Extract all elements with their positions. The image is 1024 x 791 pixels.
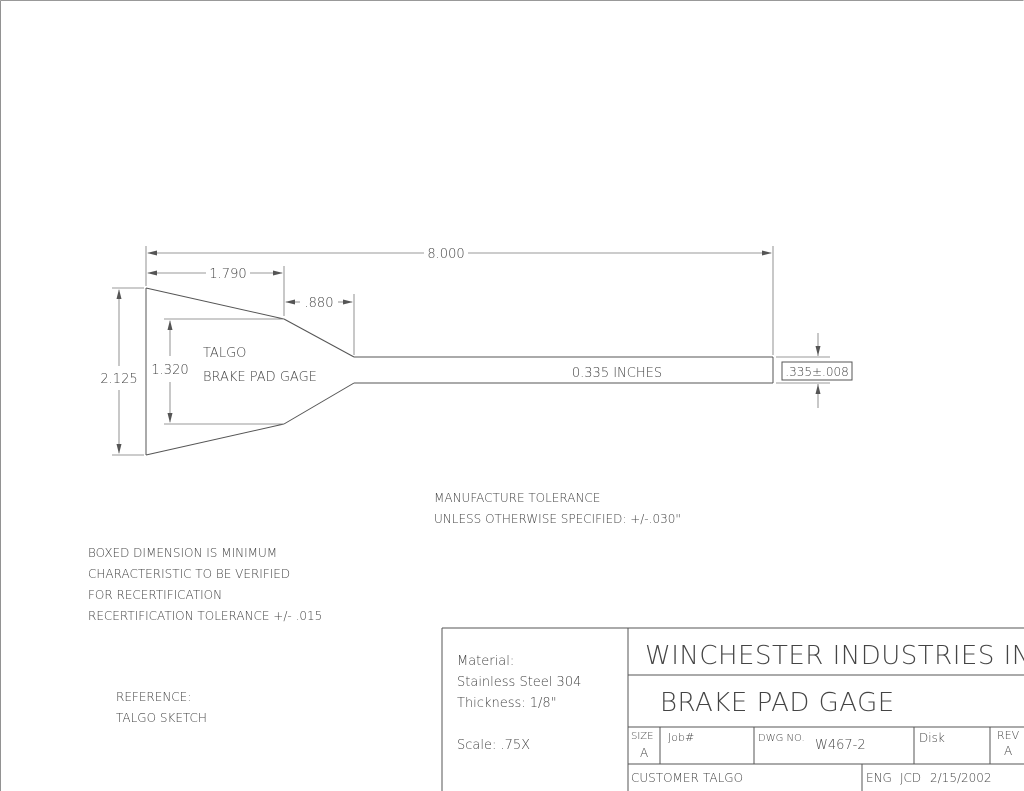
customer-label: CUSTOMER <box>631 771 699 785</box>
reference-note-line1: REFERENCE: <box>116 690 191 704</box>
company-name: WINCHESTER INDUSTRIES INC. <box>645 641 1024 671</box>
part-label-line2: BRAKE PAD GAGE <box>203 370 317 385</box>
part-label-line1: TALGO <box>203 346 246 361</box>
size-value: A <box>640 746 648 760</box>
dwg-no-value: W467-2 <box>815 738 866 753</box>
dim-8000-label: 8.000 <box>427 247 464 262</box>
tolerance-note-line1: MANUFACTURE TOLERANCE <box>434 491 600 505</box>
dim-880-label: .880 <box>305 296 334 311</box>
boxed-note-line1: BOXED DIMENSION IS MINIMUM <box>88 546 277 560</box>
dimension-head-height: 2.125 <box>100 287 144 456</box>
size-label: SIZE <box>631 731 653 742</box>
dimension-inner-height: 1.320 <box>151 318 284 425</box>
thickness-text: Thickness: 1/8" <box>457 696 557 711</box>
boxed-dimension-label: .335±.008 <box>785 365 849 379</box>
job-label: Job# <box>668 731 694 744</box>
title-block: Material: Stainless Steel 304 Thickness:… <box>441 627 1024 791</box>
tolerance-note-line2: UNLESS OTHERWISE SPECIFIED: +/-.030" <box>434 512 681 526</box>
rev-label: REV <box>997 729 1020 742</box>
dimension-overall-length: 8.000 <box>145 246 774 355</box>
boxed-note-line4: RECERTIFICATION TOLERANCE +/- .015 <box>88 609 322 623</box>
shaft-width-label: 0.335 INCHES <box>572 366 662 381</box>
scale-text: Scale: .75X <box>457 738 530 753</box>
dim-1790-label: 1.790 <box>209 267 246 282</box>
boxed-note-line3: FOR RECERTIFICATION <box>88 588 222 602</box>
dim-1320-label: 1.320 <box>151 363 188 378</box>
eng-label: ENG <box>866 771 892 785</box>
part-outline <box>145 287 774 456</box>
boxed-note-line2: CHARACTERISTIC TO BE VERIFIED <box>88 567 290 581</box>
reference-note-line2: TALGO SKETCH <box>116 711 207 725</box>
eng-value: JCD <box>900 771 921 785</box>
customer-value: TALGO <box>703 771 743 785</box>
material-value: Stainless Steel 304 <box>457 675 581 690</box>
drawing-title: BRAKE PAD GAGE <box>660 688 895 718</box>
dimension-shaft-width-boxed: .335±.008 <box>776 333 853 408</box>
dwg-no-label: DWG NO. <box>758 733 805 744</box>
rev-value: A <box>1004 744 1012 758</box>
dimension-taper-length: .880 <box>285 294 355 355</box>
dimension-head-length: 1.790 <box>147 266 285 316</box>
drawing-date: 2/15/2002 <box>930 771 992 785</box>
disk-label: Disk <box>919 731 945 745</box>
dim-2125-label: 2.125 <box>100 372 137 387</box>
material-label: Material: <box>457 654 514 669</box>
